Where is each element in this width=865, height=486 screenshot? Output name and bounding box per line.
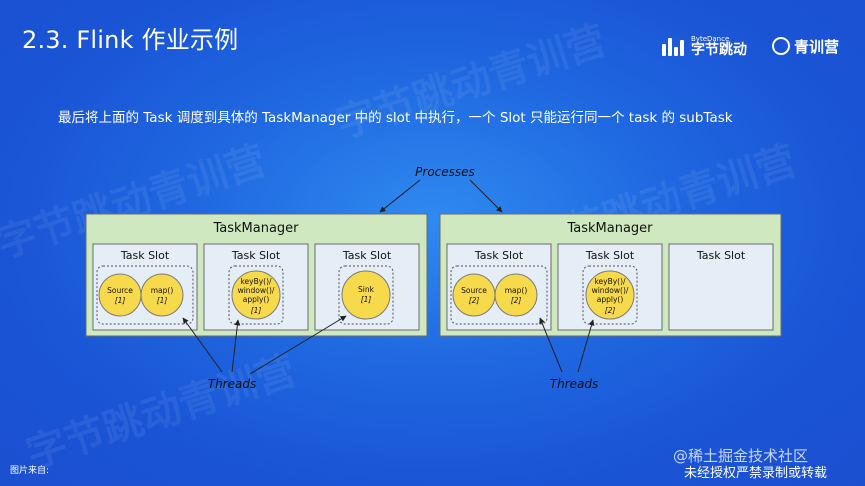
task-index: [1] bbox=[157, 296, 168, 305]
copyright-notice: 未经授权严禁录制或转载 bbox=[684, 466, 828, 481]
processes-label: Processes bbox=[415, 165, 475, 179]
task-slot-title: Task Slot bbox=[231, 249, 281, 262]
thread-arrow bbox=[231, 319, 241, 373]
task-name-line: keyBy()/ bbox=[240, 277, 272, 286]
task-name: map() bbox=[151, 286, 174, 295]
task-slot: Task Slot keyBy()/window()/apply() [1] bbox=[203, 243, 309, 331]
slide-caption: 最后将上面的 Task 调度到具体的 TaskManager 中的 slot 中… bbox=[58, 110, 733, 126]
threads-label: Threads bbox=[208, 377, 256, 391]
processes-arrow-right bbox=[469, 179, 503, 213]
task-name: Source bbox=[107, 286, 133, 295]
threads-label: Threads bbox=[550, 377, 598, 391]
thread-arrow bbox=[539, 317, 563, 373]
thread-arrow bbox=[182, 317, 223, 373]
task-name-multiline: keyBy()/window()/apply() bbox=[592, 277, 629, 304]
task-name-line: window()/ bbox=[238, 286, 275, 295]
task-circle-map bbox=[494, 273, 538, 317]
taskmanager-1: TaskManager Task Slot Source [1] map() [… bbox=[85, 213, 428, 337]
task-circle-source bbox=[452, 273, 496, 317]
slide-title: 2.3. Flink 作业示例 bbox=[22, 26, 239, 54]
camp-logo: 青训营 bbox=[772, 35, 839, 57]
task-name: Source bbox=[461, 286, 487, 295]
task-name: map() bbox=[505, 286, 528, 295]
task-index: [2] bbox=[605, 306, 616, 315]
task-slot-title: Task Slot bbox=[342, 249, 392, 262]
task-slot: Task Slot keyBy()/window()/apply() [2] bbox=[557, 243, 663, 331]
taskmanager-title: TaskManager bbox=[212, 221, 299, 236]
bytedance-small-label: ByteDance bbox=[691, 34, 730, 43]
taskmanager-title: TaskManager bbox=[566, 221, 653, 236]
bytedance-logo: ByteDance 字节跳动 bbox=[662, 35, 747, 57]
task-name-line: apply() bbox=[243, 295, 270, 304]
task-slot: Task Slot Sink [1] bbox=[314, 243, 420, 331]
task-slot: Task Slot Source [2] map() [2] bbox=[446, 243, 552, 331]
juejin-watermark: @稀土掘金技术社区 bbox=[673, 447, 809, 465]
task-name-line: keyBy()/ bbox=[594, 277, 626, 286]
task-index: [1] bbox=[115, 296, 126, 305]
task-slot-title: Task Slot bbox=[696, 249, 746, 262]
bytedance-name: 字节跳动 bbox=[691, 41, 747, 58]
task-name-multiline: keyBy()/window()/apply() bbox=[238, 277, 275, 304]
task-name-line: apply() bbox=[597, 295, 624, 304]
image-source-label: 图片来自: bbox=[10, 466, 50, 476]
task-circle-map bbox=[140, 273, 184, 317]
task-name-line: window()/ bbox=[592, 286, 629, 295]
task-circle-sink bbox=[341, 270, 391, 320]
task-circle-keyby bbox=[585, 270, 635, 320]
task-index: [1] bbox=[361, 295, 372, 304]
task-index: [2] bbox=[511, 296, 522, 305]
task-index: [2] bbox=[469, 296, 480, 305]
thread-arrow bbox=[577, 319, 595, 373]
processes-arrow-left bbox=[379, 179, 421, 213]
task-slot-title: Task Slot bbox=[120, 249, 170, 262]
camp-name: 青训营 bbox=[794, 37, 840, 56]
task-slot-title: Task Slot bbox=[474, 249, 524, 262]
task-name: Sink bbox=[358, 285, 375, 294]
task-slot: Task Slot bbox=[668, 243, 774, 331]
camp-circle-icon bbox=[772, 37, 790, 55]
taskmanager-2: TaskManager Task Slot Source [2] map() [… bbox=[439, 213, 782, 337]
bytedance-bars-icon bbox=[662, 36, 686, 56]
task-index: [1] bbox=[251, 306, 262, 315]
task-circle-keyby bbox=[231, 270, 281, 320]
task-slot: Task Slot Source [1] map() [1] bbox=[92, 243, 198, 331]
thread-arrow bbox=[249, 315, 347, 375]
task-circle-source bbox=[98, 273, 142, 317]
task-slot-title: Task Slot bbox=[585, 249, 635, 262]
